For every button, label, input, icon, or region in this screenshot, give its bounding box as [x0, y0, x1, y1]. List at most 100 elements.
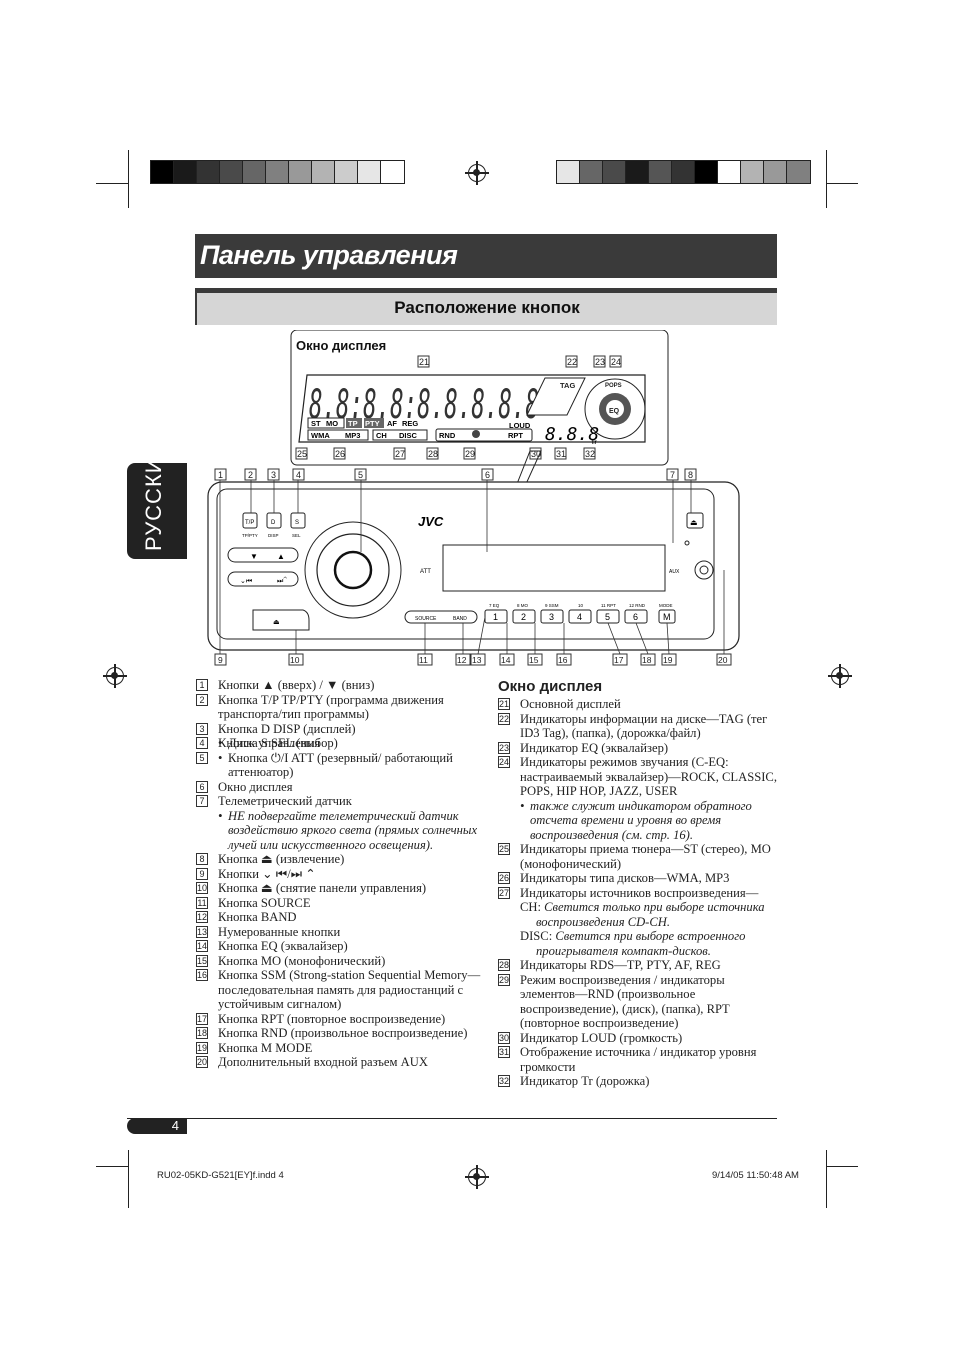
svg-text:D: D: [271, 520, 276, 526]
registration-mark-icon: [103, 664, 127, 688]
svg-text:29: 29: [465, 449, 475, 459]
svg-text:9 SSM: 9 SSM: [545, 603, 559, 608]
svg-text:2: 2: [248, 470, 253, 480]
pops-indicator: POPS: [605, 383, 622, 389]
list-note: НЕ подвергайте телеметрический датчик во…: [196, 809, 481, 853]
language-label: РУССКИЙ: [141, 439, 166, 551]
svg-text:18: 18: [642, 655, 652, 665]
svg-text:5: 5: [605, 612, 610, 622]
svg-text:TP/PTY: TP/PTY: [242, 533, 258, 538]
rpt-indicator: RPT: [508, 431, 523, 440]
svg-text:15: 15: [529, 655, 539, 665]
crop-mark: [826, 1150, 827, 1208]
svg-text:32: 32: [585, 449, 595, 459]
svg-text:12 RND: 12 RND: [629, 603, 646, 608]
footer-date: 9/14/05 11:50:48 AM: [712, 1170, 799, 1181]
disc-indicator: DISC: [399, 431, 418, 440]
tr-indicator: Tr: [591, 440, 597, 446]
ch-indicator: CH: [376, 431, 387, 440]
loud-indicator: LOUD: [509, 421, 531, 430]
crop-mark: [826, 183, 858, 184]
svg-text:30: 30: [531, 449, 541, 459]
svg-text:⏏: ⏏: [273, 619, 280, 626]
svg-text:8 MO: 8 MO: [517, 603, 529, 608]
svg-text:MODE: MODE: [659, 603, 673, 608]
st-indicator: ST: [311, 419, 321, 428]
svg-text:31: 31: [556, 449, 566, 459]
rnd-indicator: RND: [439, 431, 456, 440]
mo-indicator: MO: [326, 419, 338, 428]
svg-text:26: 26: [335, 449, 345, 459]
display-window-heading: Окно дисплея: [498, 678, 603, 695]
svg-text:9: 9: [218, 655, 223, 665]
color-bar-right: [556, 160, 811, 184]
svg-text:⏭⌃: ⏭⌃: [277, 576, 287, 585]
svg-text:8: 8: [688, 470, 693, 480]
svg-text:21: 21: [419, 357, 429, 367]
svg-text:14: 14: [501, 655, 511, 665]
list-subitem: CH: Светится только при выборе источника…: [520, 900, 765, 929]
svg-text:5: 5: [358, 470, 363, 480]
wma-indicator: WMA: [311, 431, 330, 440]
page-number: 4: [171, 1118, 179, 1133]
svg-text:11 RPT: 11 RPT: [601, 603, 616, 608]
page-title: Панель управления: [200, 240, 458, 270]
mp3-indicator: MP3: [345, 431, 360, 440]
list-bullet: Кнопка ⏻/I ATT (резервный/ работающий ат…: [196, 751, 481, 780]
svg-text:▲: ▲: [277, 552, 285, 561]
svg-text:20: 20: [718, 655, 728, 665]
svg-text:AUX: AUX: [669, 569, 680, 575]
svg-text:▼: ▼: [250, 552, 258, 561]
af-indicator: AF: [387, 419, 397, 428]
svg-text:13: 13: [472, 655, 482, 665]
tag-indicator: TAG: [560, 381, 575, 390]
footer-file: RU02-05KD-G521[EY]f.indd 4: [157, 1170, 284, 1181]
svg-text:4: 4: [296, 470, 301, 480]
svg-text:3: 3: [271, 470, 276, 480]
svg-text:22: 22: [567, 357, 577, 367]
bottom-rule: [127, 1118, 777, 1119]
svg-text:S: S: [295, 520, 299, 526]
list-note: также служит индикатором обратного отсче…: [498, 799, 780, 843]
crop-mark: [96, 1166, 128, 1167]
svg-text:ATT: ATT: [420, 569, 431, 575]
control-panel-diagram: Окно дисплея 8.8:8.8:8.8.8.8.8 TAG EQ PO…: [207, 330, 740, 666]
svg-text:17: 17: [614, 655, 624, 665]
crop-mark: [96, 183, 128, 184]
crop-mark: [128, 150, 129, 208]
language-tab: РУССКИЙ: [127, 440, 187, 559]
svg-text:6: 6: [485, 470, 490, 480]
jvc-logo: JVC: [418, 514, 444, 529]
svg-text:BAND: BAND: [453, 616, 467, 622]
svg-text:10: 10: [290, 655, 300, 665]
svg-text:M: M: [663, 612, 671, 622]
page-number-tab: 4: [127, 1118, 187, 1134]
list-subitem: DISC: Светится при выборе встроенного пр…: [520, 929, 746, 958]
eq-indicator: EQ: [609, 408, 620, 415]
section-subtitle-bar: Расположение кнопок: [195, 288, 777, 325]
svg-text:⏏: ⏏: [690, 518, 698, 527]
registration-mark-icon: [465, 1165, 489, 1189]
svg-text:1: 1: [218, 470, 223, 480]
